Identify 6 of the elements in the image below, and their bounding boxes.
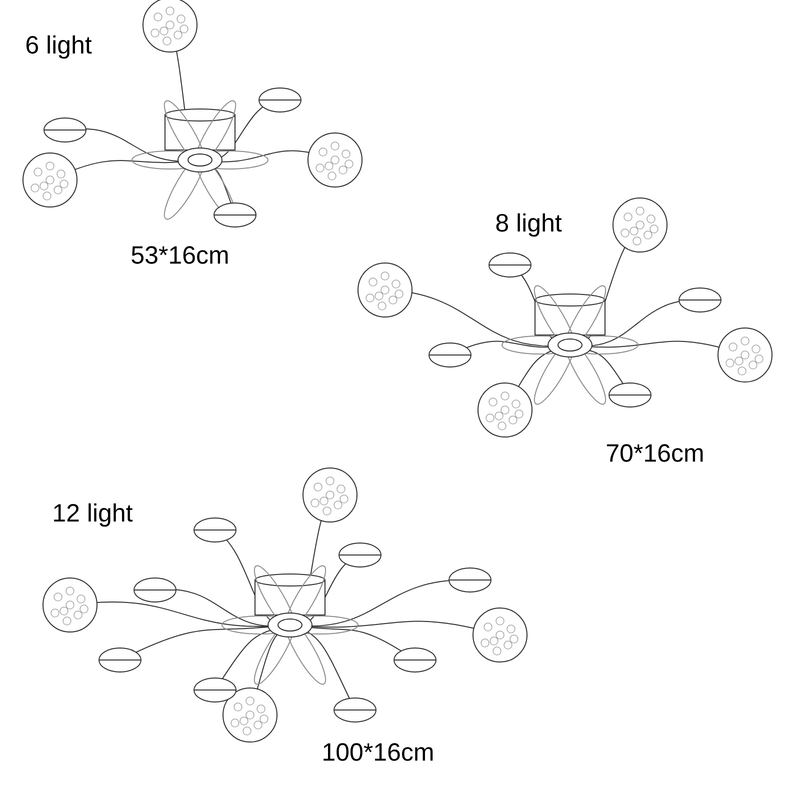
size-label: 100*16cm xyxy=(324,743,433,761)
size-label: 8 light xyxy=(496,213,562,237)
size-label: 6 light xyxy=(26,35,92,59)
size-label: 53*16cm xyxy=(132,246,228,264)
size-label: 12 light xyxy=(54,503,133,527)
size-label: 70*16cm xyxy=(606,444,703,462)
